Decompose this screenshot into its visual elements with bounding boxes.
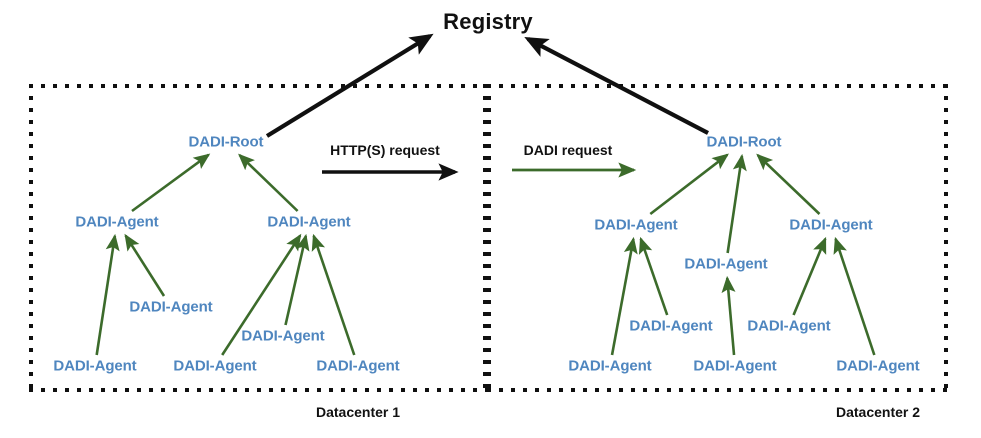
dadi-agent-node: DADI-Agent — [693, 357, 777, 375]
dadi-agent-node: DADI-Agent — [75, 213, 159, 231]
page-title: Registry — [443, 9, 533, 34]
legend-http-label: HTTP(S) request — [330, 142, 440, 158]
datacenter-2-caption: Datacenter 2 — [835, 404, 921, 420]
dadi-agent-node: DADI-Agent — [129, 298, 213, 316]
dadi-agent-node: DADI-Agent — [316, 357, 400, 375]
dadi-agent-node: DADI-Agent — [267, 213, 351, 231]
dadi-agent-node: DADI-Agent — [789, 216, 873, 234]
dadi-root-node: DADI-Root — [188, 133, 264, 151]
datacenter-2-boundary — [487, 84, 948, 392]
dadi-agent-node: DADI-Agent — [241, 327, 325, 345]
datacenter-1-boundary — [29, 84, 487, 392]
dadi-agent-node: DADI-Agent — [836, 357, 920, 375]
dadi-root-node: DADI-Root — [706, 133, 782, 151]
dadi-agent-node: DADI-Agent — [53, 357, 137, 375]
dadi-agent-node: DADI-Agent — [594, 216, 678, 234]
dadi-agent-node: DADI-Agent — [629, 317, 713, 335]
dadi-agent-node: DADI-Agent — [173, 357, 257, 375]
dadi-agent-node: DADI-Agent — [747, 317, 831, 335]
legend-dadi-label: DADI request — [523, 142, 613, 158]
dadi-agent-node: DADI-Agent — [568, 357, 652, 375]
datacenter-1-caption: Datacenter 1 — [315, 404, 401, 420]
dadi-agent-node: DADI-Agent — [684, 255, 768, 273]
